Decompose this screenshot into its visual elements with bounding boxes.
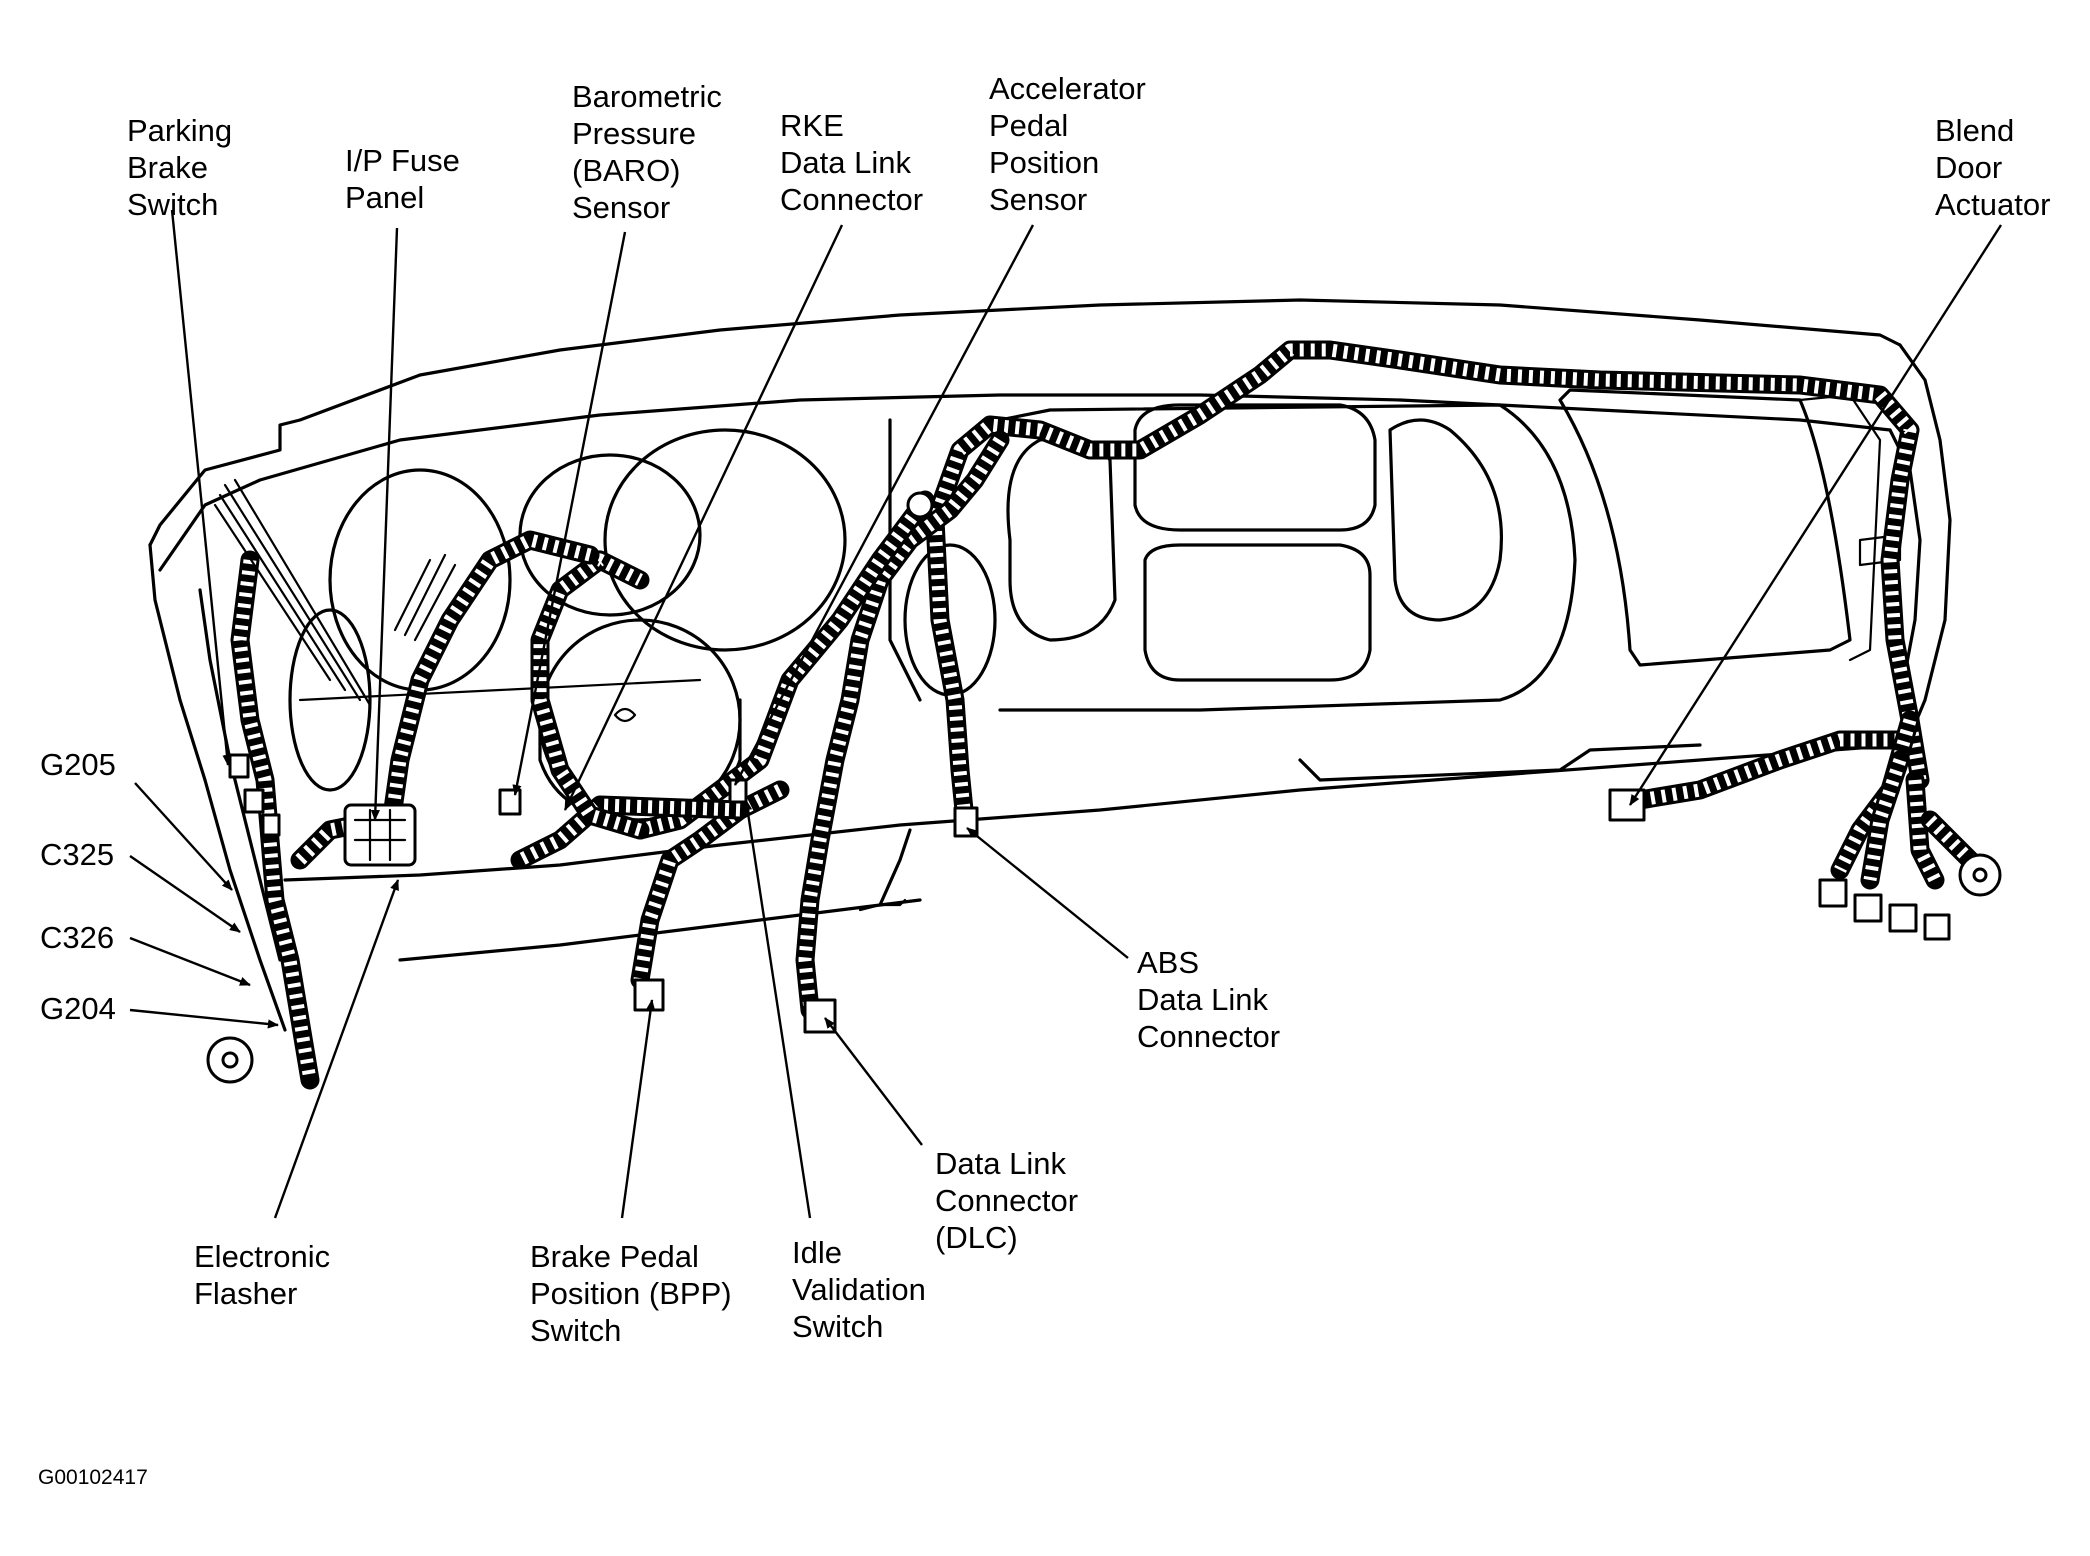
- leader-lines: [129, 209, 2003, 1219]
- label-c325: C325: [40, 837, 115, 872]
- leader-bpp-switch: [620, 999, 656, 1219]
- leader-parking-brake-switch: [170, 209, 232, 766]
- label-g204: G204: [40, 991, 116, 1026]
- label-abs-dlc: ABS Data Link Connector: [1137, 945, 1281, 1054]
- leader-app-sensor: [733, 224, 1035, 786]
- leader-abs-dlc: [966, 827, 1129, 959]
- leader-c325: [129, 855, 241, 933]
- fuse-panel-shape: [343, 803, 417, 867]
- label-g205: G205: [40, 747, 116, 782]
- label-dlc: Data Link Connector (DLC): [935, 1146, 1079, 1255]
- connector-c326-b-shape: [261, 813, 281, 837]
- leader-baro-sensor: [512, 231, 627, 796]
- figure-id: G00102417: [38, 1466, 148, 1489]
- label-parking-brake-switch: Parking Brake Switch: [127, 113, 233, 222]
- leader-dlc: [824, 1017, 923, 1146]
- connector-c325-shape: [228, 753, 250, 779]
- blend-door-actuator-shape: [1608, 788, 1646, 822]
- rke-dlc-shape: [906, 491, 934, 519]
- idle-validation-switch-shape: [728, 778, 748, 804]
- components: [206, 491, 2002, 1084]
- leader-idle-validation-switch: [742, 799, 812, 1219]
- leader-c326: [129, 936, 251, 987]
- wiring-harness: [213, 340, 1980, 1090]
- label-idle-validation-switch: Idle Validation Switch: [792, 1235, 926, 1344]
- leader-electronic-flasher: [273, 879, 400, 1219]
- label-rke-dlc: RKE Data Link Connector: [780, 108, 924, 217]
- label-app-sensor: Accelerator Pedal Position Sensor: [989, 71, 1146, 217]
- baro-sensor-shape: [498, 788, 522, 816]
- bpp-switch-shape: [633, 978, 665, 1012]
- leader-rke-dlc: [563, 224, 844, 811]
- center-stack: [998, 403, 1577, 712]
- dlc-shape: [803, 998, 837, 1034]
- connector-c326-shape: [243, 788, 265, 814]
- label-bpp-switch: Brake Pedal Position (BPP) Switch: [530, 1239, 732, 1348]
- leader-g204: [129, 1008, 279, 1029]
- label-blend-door-actuator: Blend Door Actuator: [1935, 113, 2051, 222]
- label-c326: C326: [40, 920, 115, 955]
- abs-dlc-shape: [953, 806, 979, 838]
- leader-blend-door-actuator: [1628, 224, 2003, 806]
- label-ip-fuse-panel: I/P Fuse Panel: [345, 143, 460, 215]
- glove-box: [1558, 388, 1902, 667]
- leader-g205: [134, 782, 233, 891]
- label-baro-sensor: Barometric Pressure (BARO) Sensor: [572, 79, 722, 225]
- label-electronic-flasher: Electronic Flasher: [194, 1239, 331, 1311]
- leader-ip-fuse-panel: [370, 227, 399, 821]
